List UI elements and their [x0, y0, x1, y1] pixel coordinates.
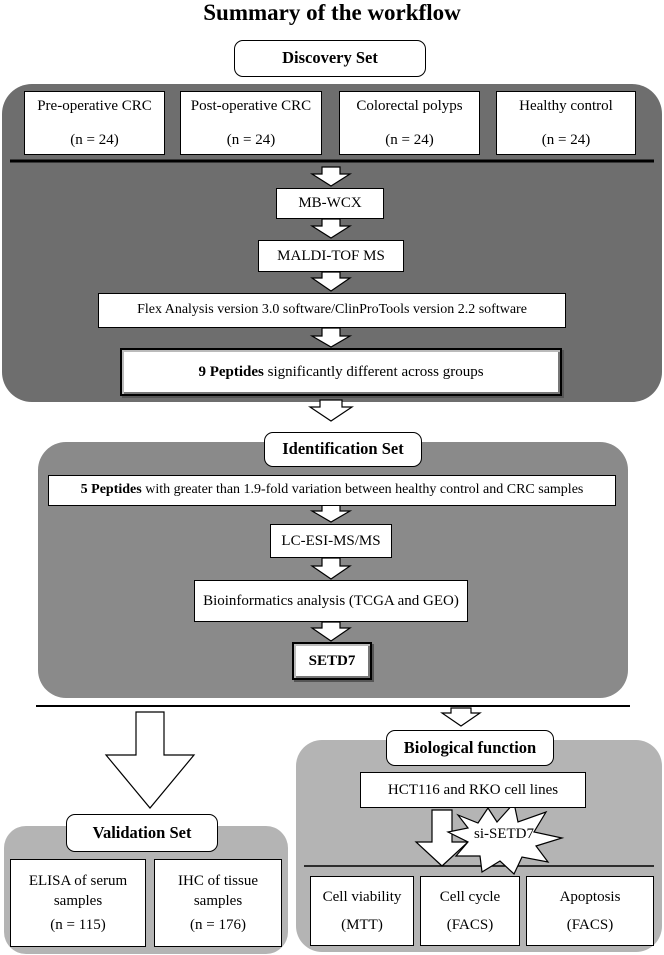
assay-line2: (MTT)	[341, 917, 383, 933]
elisa-box: ELISA of serum samples (n = 115)	[10, 859, 146, 947]
five-peptides-text: 5 Peptides with greater than 1.9-fold va…	[81, 481, 584, 500]
nine-peptides-bold: 9 Peptides	[198, 363, 264, 380]
group-box-pre-operative: Pre-operative CRC (n = 24)	[24, 91, 165, 155]
group-box-post-operative: Post-operative CRC (n = 24)	[180, 91, 322, 155]
arrow-to-biological	[440, 707, 482, 727]
arrow-flex-to-peptides	[309, 327, 353, 348]
identification-set-header: Identification Set	[264, 432, 422, 467]
assay-line1: Apoptosis	[559, 888, 621, 905]
group-name: Colorectal polyps	[356, 97, 463, 114]
five-peptides-bold: 5 Peptides	[80, 482, 142, 498]
validation-line1: IHC of tissue	[178, 872, 258, 889]
si-setd7-burst	[446, 801, 565, 875]
assay-box-cell-cycle: Cell cycle (FACS)	[420, 876, 520, 946]
bioinformatics-box: Bioinformatics analysis (TCGA and GEO)	[194, 580, 468, 622]
setd7-box: SETD7	[292, 642, 372, 680]
arrow-peptides-to-lcesi	[309, 504, 353, 523]
validation-line1: ELISA of serum	[28, 872, 128, 889]
assay-line2: (FACS)	[566, 917, 614, 933]
arrow-bioinformatics-to-setd7	[310, 621, 352, 642]
group-name: Post-operative CRC	[190, 97, 312, 114]
group-count: (n = 24)	[70, 132, 119, 148]
group-box-polyps: Colorectal polyps (n = 24)	[339, 91, 480, 155]
flex-analysis-box: Flex Analysis version 3.0 software/ClinP…	[98, 293, 566, 328]
maldi-tof-box: MALDI-TOF MS	[258, 240, 404, 272]
five-peptides-box: 5 Peptides with greater than 1.9-fold va…	[48, 475, 616, 506]
arrow-to-validation	[104, 711, 196, 809]
five-peptides-rest: with greater than 1.9-fold variation bet…	[141, 482, 584, 498]
validation-count: (n = 176)	[190, 917, 246, 934]
biological-function-header: Biological function	[386, 730, 554, 766]
arrow-celllines-to-assays	[414, 809, 470, 867]
group-count: (n = 24)	[226, 132, 276, 148]
validation-line2: samples	[53, 892, 103, 909]
nine-peptides-box: 9 Peptides significantly different acros…	[120, 348, 562, 396]
discovery-set-header: Discovery Set	[234, 40, 426, 77]
ihc-box: IHC of tissue samples (n = 176)	[154, 859, 282, 947]
cell-lines-box: HCT116 and RKO cell lines	[360, 772, 586, 808]
lc-esi-box: LC-ESI-MS/MS	[270, 524, 392, 558]
assay-box-viability: Cell viability (MTT)	[310, 876, 414, 946]
assay-line1: Cell cycle	[439, 888, 501, 905]
arrow-maldi-to-flex	[310, 271, 352, 292]
arrow-mbwcx-to-maldi	[309, 218, 353, 239]
arrow-discovery-to-identification	[308, 399, 354, 422]
diagram-title: Summary of the workflow	[203, 0, 461, 25]
arrow-lcesi-to-bioinformatics	[310, 557, 352, 580]
mb-wcx-box: MB-WCX	[276, 188, 384, 219]
group-count: (n = 24)	[541, 132, 591, 148]
assay-line2: (FACS)	[446, 917, 494, 933]
validation-count: (n = 115)	[50, 917, 106, 934]
validation-line2: samples	[193, 892, 243, 909]
assay-box-apoptosis: Apoptosis (FACS)	[526, 876, 654, 946]
group-box-healthy: Healthy control (n = 24)	[496, 91, 636, 155]
group-count: (n = 24)	[385, 132, 434, 148]
arrow-discovery-to-mbwcx	[309, 166, 353, 187]
nine-peptides-text: 9 Peptides significantly different acros…	[198, 362, 483, 382]
nine-peptides-rest: significantly different across groups	[263, 363, 484, 380]
si-setd7-label: si-SETD7	[474, 826, 534, 842]
assay-line1: Cell viability	[322, 888, 402, 905]
validation-set-header: Validation Set	[66, 814, 218, 852]
group-name: Healthy control	[519, 97, 613, 114]
group-name: Pre-operative CRC	[37, 97, 152, 114]
